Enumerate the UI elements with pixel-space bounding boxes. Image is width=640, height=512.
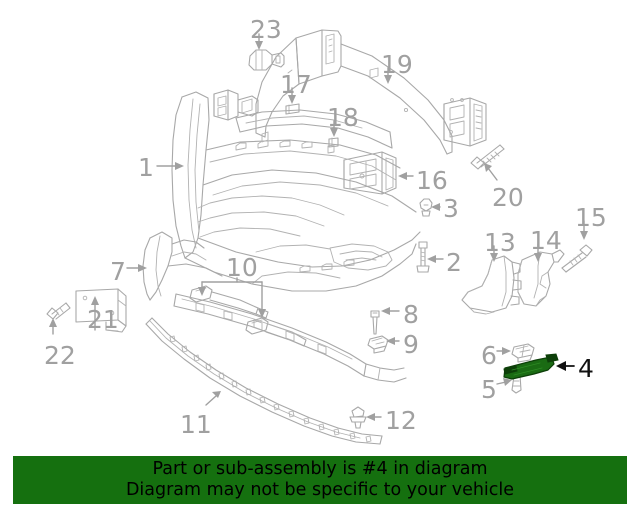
banner-line-1: Part or sub-assembly is #4 in diagram xyxy=(152,458,488,479)
callout-16: 16 xyxy=(416,166,448,195)
part-22-bracket-screw xyxy=(46,302,71,320)
leader-16 xyxy=(398,172,414,180)
leader-7 xyxy=(126,264,147,272)
part-6-clip-nut xyxy=(511,343,535,363)
leader-11 xyxy=(205,391,221,406)
part-19-reinforcement-beam xyxy=(255,29,487,155)
callout-23: 23 xyxy=(250,15,282,44)
part-8-screw-pin xyxy=(370,310,380,335)
leader-3 xyxy=(431,203,441,211)
banner-line-2: Diagram may not be specific to your vehi… xyxy=(125,480,515,500)
callout-15: 15 xyxy=(575,203,607,232)
callout-7: 7 xyxy=(110,257,126,286)
part-11-lower-valance xyxy=(145,317,383,445)
leader-12 xyxy=(366,413,382,421)
callout-5: 5 xyxy=(481,375,497,404)
part-14-side-bracket xyxy=(517,249,565,307)
part-notice-banner: Part or sub-assembly is #4 in diagram Di… xyxy=(13,456,627,504)
callout-9: 9 xyxy=(403,330,419,359)
leader-14 xyxy=(534,243,542,262)
callout-18: 18 xyxy=(327,103,359,132)
part-12-push-pin xyxy=(349,406,367,429)
leader-2 xyxy=(427,255,444,263)
callout-4: 4 xyxy=(578,354,594,383)
callout-17: 17 xyxy=(280,70,312,99)
part-13-side-bracket xyxy=(461,255,522,315)
leader-22 xyxy=(49,318,57,335)
leader-20 xyxy=(484,163,498,181)
callout-2: 2 xyxy=(446,248,462,277)
callout-12: 12 xyxy=(385,406,417,435)
leader-19 xyxy=(384,67,392,84)
leader-5 xyxy=(496,378,512,386)
callout-1: 1 xyxy=(138,153,154,182)
part-16-absorber-block xyxy=(343,151,397,195)
callout-11: 11 xyxy=(180,410,212,439)
callout-21: 21 xyxy=(87,305,119,334)
part-10-reinforcement-strips xyxy=(189,285,307,347)
leader-4 xyxy=(556,361,575,371)
leader-10 xyxy=(198,277,266,318)
callout-19: 19 xyxy=(381,50,413,79)
leader-15 xyxy=(580,220,588,240)
callout-6: 6 xyxy=(481,341,497,370)
lower-support-bar xyxy=(173,293,407,383)
callout-14: 14 xyxy=(530,226,562,255)
part-23-sensor-retainer xyxy=(248,49,285,71)
callout-8: 8 xyxy=(403,300,419,329)
callout-3: 3 xyxy=(443,194,459,223)
part-7-lower-cover-side xyxy=(142,231,223,301)
upper-absorber-bar xyxy=(213,89,393,154)
leader-23 xyxy=(255,33,263,50)
part-3-clip-grommet xyxy=(419,198,433,217)
part-9-clip-retainer xyxy=(367,335,389,354)
leader-1 xyxy=(156,162,184,170)
leader-17 xyxy=(288,87,296,104)
part-4-highlighted-bracket xyxy=(503,353,559,380)
leader-13 xyxy=(490,245,498,262)
part-1-bumper-cover xyxy=(171,91,421,292)
leader-6 xyxy=(496,347,511,355)
part-17-small-clip xyxy=(285,103,300,115)
callout-20: 20 xyxy=(492,183,524,212)
leader-21 xyxy=(91,296,99,331)
leader-18 xyxy=(330,120,338,137)
part-15-bolt xyxy=(561,244,593,273)
part-21-plate-bracket xyxy=(75,288,127,333)
part-2-bolt xyxy=(416,241,430,273)
callout-22: 22 xyxy=(44,341,76,370)
callout-13: 13 xyxy=(484,228,516,257)
leader-9 xyxy=(386,337,400,345)
leader-8 xyxy=(381,307,400,315)
callout-10: 10 xyxy=(226,253,258,282)
